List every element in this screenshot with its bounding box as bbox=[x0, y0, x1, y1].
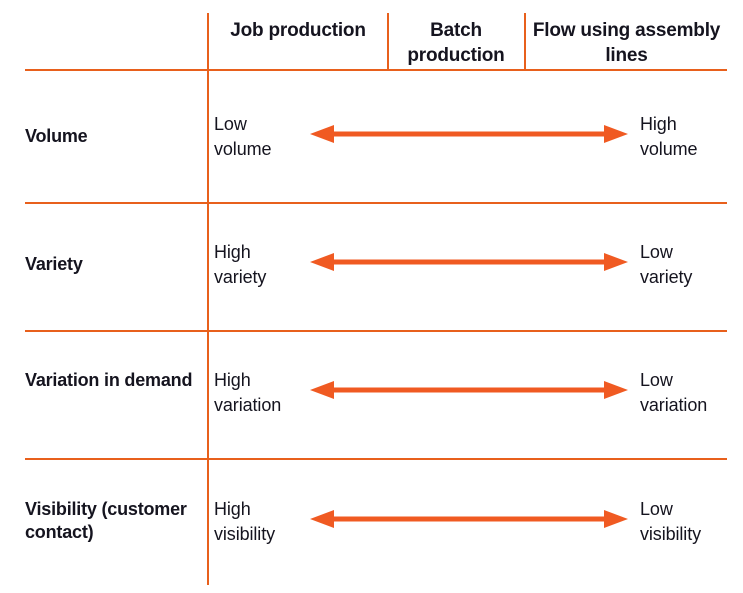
row-divider-1 bbox=[25, 202, 727, 204]
double-headed-arrow-volume bbox=[310, 122, 628, 146]
row-label-variation-in-demand: Variation in demand bbox=[25, 370, 193, 390]
header-column-divider-2 bbox=[524, 13, 526, 71]
row-variation-left-value: High variation bbox=[214, 370, 282, 415]
row-volume-right-value: High volume bbox=[640, 114, 698, 159]
double-headed-arrow-variation bbox=[310, 378, 628, 402]
column-header-job-production: Job production bbox=[230, 20, 366, 41]
header-bottom-rule bbox=[25, 69, 727, 71]
column-header-flow-assembly-lines: Flow using assembly lines bbox=[532, 20, 721, 66]
double-headed-arrow-variety bbox=[310, 250, 628, 274]
double-headed-arrow-visibility bbox=[310, 507, 628, 531]
label-column-divider bbox=[207, 13, 209, 585]
row-label-volume: Volume bbox=[25, 126, 88, 146]
header-column-divider-1 bbox=[387, 13, 389, 71]
row-label-variety: Variety bbox=[25, 254, 83, 274]
row-divider-3 bbox=[25, 458, 727, 460]
row-label-visibility: Visibility (customer contact) bbox=[25, 499, 187, 542]
row-divider-2 bbox=[25, 330, 727, 332]
row-visibility-left-value: High visibility bbox=[214, 499, 276, 544]
row-variation-right-value: Low variation bbox=[640, 370, 708, 415]
column-header-batch-production: Batch production bbox=[407, 20, 505, 66]
row-volume-left-value: Low volume bbox=[214, 114, 272, 159]
row-visibility-right-value: Low visibility bbox=[640, 499, 702, 544]
row-variety-right-value: Low variety bbox=[640, 242, 693, 287]
row-variety-left-value: High variety bbox=[214, 242, 267, 287]
